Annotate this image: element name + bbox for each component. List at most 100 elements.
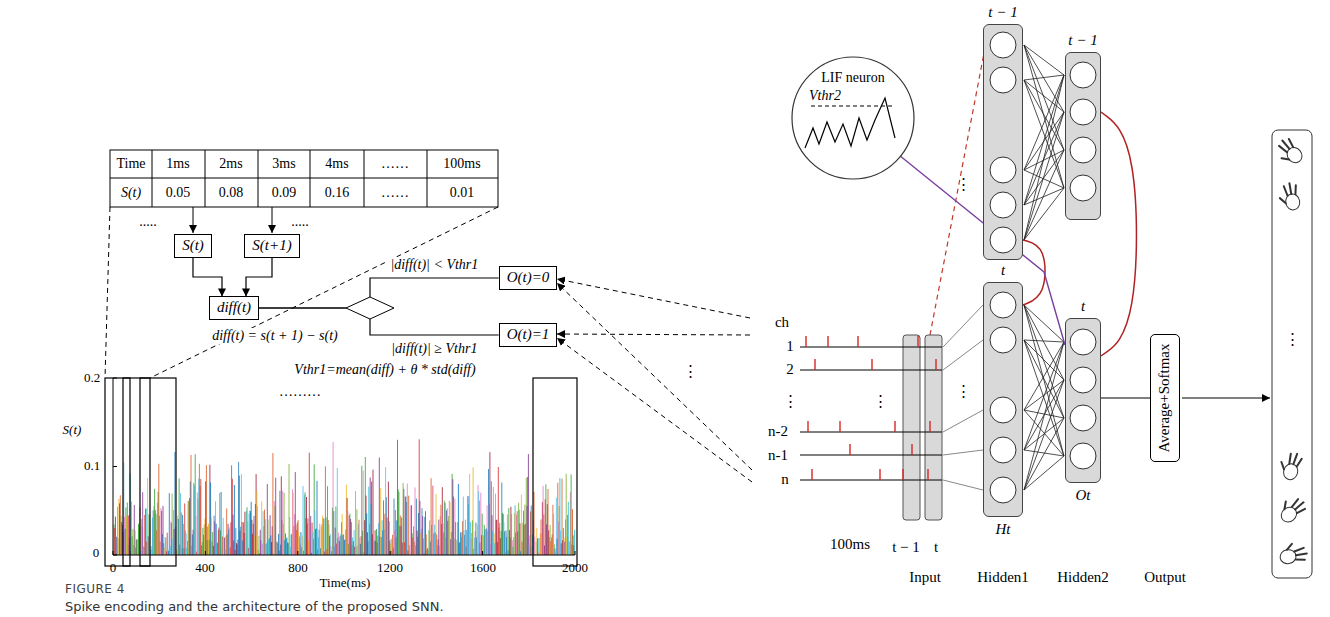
signal-stroke [401, 517, 402, 555]
neuron [990, 292, 1016, 318]
signal-stroke [528, 454, 529, 555]
signal-stroke [389, 541, 390, 555]
signal-stroke [233, 515, 234, 555]
text-label: 0.01 [450, 185, 475, 201]
signal-stroke [210, 482, 211, 555]
signal-stroke [379, 458, 380, 556]
text-label: 100ms [830, 536, 870, 553]
signal-stroke [343, 534, 344, 555]
text-label: 1ms [166, 156, 189, 172]
signal-stroke [342, 535, 343, 555]
text-label: …… [381, 185, 409, 201]
finger [1297, 507, 1305, 514]
signal-stroke [467, 496, 468, 555]
signal-stroke [507, 514, 508, 555]
signal-stroke [326, 517, 327, 555]
text-label: Hidden1 [977, 569, 1029, 586]
signal-stroke [407, 484, 408, 555]
synapse [1024, 150, 1064, 240]
text-label: 400 [195, 561, 215, 576]
signal-stroke [508, 508, 509, 555]
table-rule [110, 178, 498, 179]
neuron [1070, 329, 1096, 355]
signal-stroke [182, 515, 183, 555]
signal-stroke [482, 536, 483, 555]
signal-stroke [132, 529, 133, 555]
softmax-box: Average+Softmax [1150, 334, 1180, 463]
neuron-group [1066, 53, 1100, 219]
signal-stroke [499, 523, 500, 555]
finger [1287, 139, 1294, 147]
edge-label: |diff(t)| < Vthr1 [388, 257, 480, 273]
synapse [1024, 112, 1064, 240]
signal-stroke [186, 533, 187, 555]
signal-stroke [247, 507, 248, 555]
signal-stroke [226, 508, 227, 555]
text-label: ch [775, 314, 789, 331]
finger [1293, 454, 1297, 464]
signal-stroke [350, 519, 351, 555]
signal-stroke [352, 538, 353, 556]
spike-train [800, 432, 942, 433]
finger [1282, 155, 1290, 163]
signal-stroke [236, 543, 237, 555]
signal-stroke [188, 501, 189, 555]
membrane-potential [805, 98, 895, 148]
signal-stroke [159, 516, 160, 555]
signal-stroke [331, 546, 332, 555]
neuron [990, 192, 1016, 218]
signal-stroke [173, 510, 174, 555]
synapse [1024, 75, 1064, 170]
signal-stroke [322, 516, 323, 555]
signal-stroke [409, 545, 410, 555]
signal-stroke [254, 516, 255, 555]
signal-stroke [263, 511, 264, 555]
signal-stroke [459, 543, 460, 555]
signal-stroke [564, 538, 565, 555]
window-frame [105, 378, 130, 566]
axis-tick [113, 466, 117, 467]
signal-stroke [397, 440, 398, 555]
signal-stroke [365, 457, 366, 555]
signal-stroke [121, 522, 122, 555]
signal-stroke [292, 490, 293, 556]
text-label: ⋮ [783, 393, 798, 410]
signal-stroke [238, 462, 239, 555]
text-label: ⋮ [683, 363, 698, 380]
signal-stroke [191, 455, 192, 555]
synapse [1024, 340, 1064, 342]
signal-stroke [160, 508, 161, 555]
signal-stroke [359, 538, 360, 555]
window-frame [140, 378, 176, 566]
signal-stroke [503, 522, 504, 555]
signal-stroke [464, 530, 465, 555]
signal-stroke [444, 501, 445, 555]
dashed-arrow [557, 279, 750, 318]
connector [1101, 112, 1136, 356]
signal-stroke [412, 533, 413, 555]
finger [1295, 502, 1303, 509]
signal-stroke [563, 528, 564, 555]
signal-stroke [515, 505, 516, 555]
signal-stroke [170, 521, 171, 555]
gesture-icon [1273, 136, 1305, 169]
finger [1282, 141, 1289, 149]
synapse [1024, 45, 1064, 112]
signal-stroke [298, 532, 299, 555]
signal-stroke [174, 452, 175, 555]
neuron [990, 397, 1016, 423]
signal-stroke [117, 507, 118, 555]
input-frame [925, 335, 942, 520]
signal-stroke [394, 499, 395, 556]
spike-train [800, 480, 942, 481]
text-label: n-2 [768, 423, 788, 440]
spike [894, 421, 895, 432]
axis-tick [482, 551, 483, 555]
signal-stroke [115, 517, 116, 555]
axis-tick [297, 551, 298, 555]
signal-stroke [479, 501, 480, 555]
signal-stroke [183, 524, 184, 555]
signal-stroke [494, 533, 495, 555]
signal-stroke [454, 499, 455, 555]
signal-stroke [447, 508, 448, 555]
